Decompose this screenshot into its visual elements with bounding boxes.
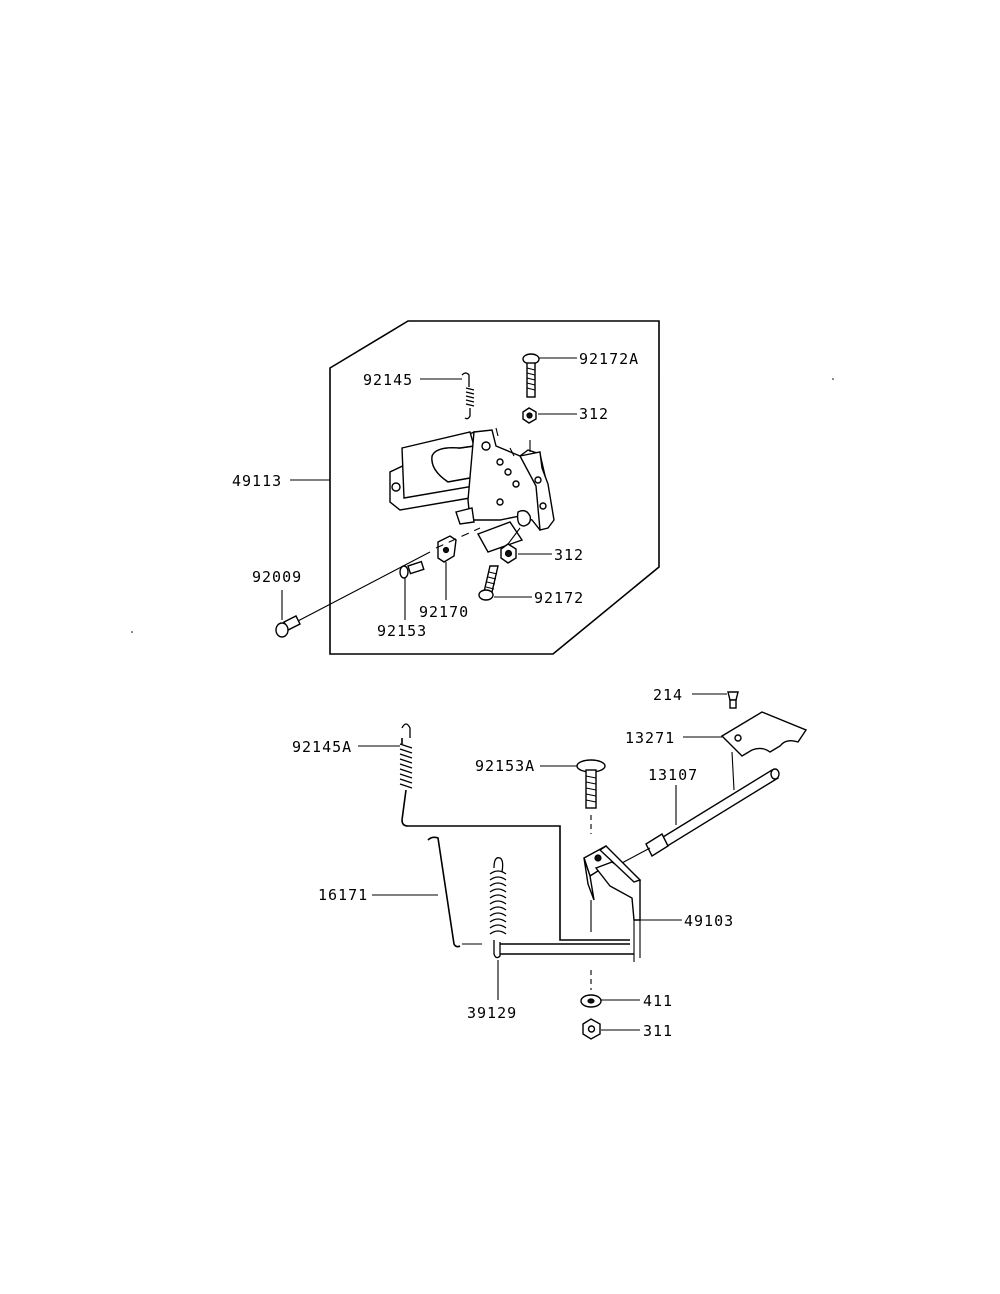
label-92145A: 92145A	[292, 738, 352, 756]
label-92172: 92172	[534, 589, 584, 607]
bolt-92153A	[540, 759, 606, 834]
label-13271: 13271	[625, 729, 675, 747]
label-39129: 39129	[467, 1004, 517, 1022]
plate-13271	[683, 711, 808, 757]
label-49103: 49103	[684, 912, 734, 930]
control-bracket	[389, 427, 555, 553]
rod-16171	[372, 836, 482, 948]
label-311: 311	[643, 1022, 673, 1040]
label-13107: 13107	[648, 766, 698, 784]
label-312-mid: 312	[554, 546, 584, 564]
label-16171: 16171	[318, 886, 368, 904]
label-214: 214	[653, 686, 683, 704]
shaft-13107	[619, 751, 780, 865]
label-92153: 92153	[377, 622, 427, 640]
nut-312-mid	[500, 527, 552, 564]
spring-39129	[489, 857, 634, 1000]
label-92153A: 92153A	[475, 757, 535, 775]
bolt-92009	[275, 527, 481, 638]
label-411: 411	[643, 992, 673, 1010]
assembly-49113	[275, 320, 660, 655]
label-49113: 49113	[232, 472, 282, 490]
screw-92153	[399, 560, 425, 620]
bolt-214	[692, 691, 739, 709]
label-312-top: 312	[579, 405, 609, 423]
lower-assembly	[358, 691, 808, 1040]
bolt-92172A	[522, 353, 577, 398]
label-92170: 92170	[419, 603, 469, 621]
lever-49103	[583, 844, 682, 962]
label-92172A: 92172A	[579, 350, 639, 368]
collar-92170	[437, 535, 457, 600]
speck	[131, 631, 133, 633]
assembly-boundary	[329, 320, 660, 655]
label-92145: 92145	[363, 371, 413, 389]
speck	[832, 378, 834, 380]
bolt-92172	[478, 565, 532, 601]
nut-311	[582, 1018, 640, 1040]
spring-92145A	[358, 723, 630, 941]
spring-92145	[420, 372, 475, 420]
label-92009: 92009	[252, 568, 302, 586]
washer-411	[580, 970, 640, 1008]
nut-312-top	[522, 407, 577, 424]
